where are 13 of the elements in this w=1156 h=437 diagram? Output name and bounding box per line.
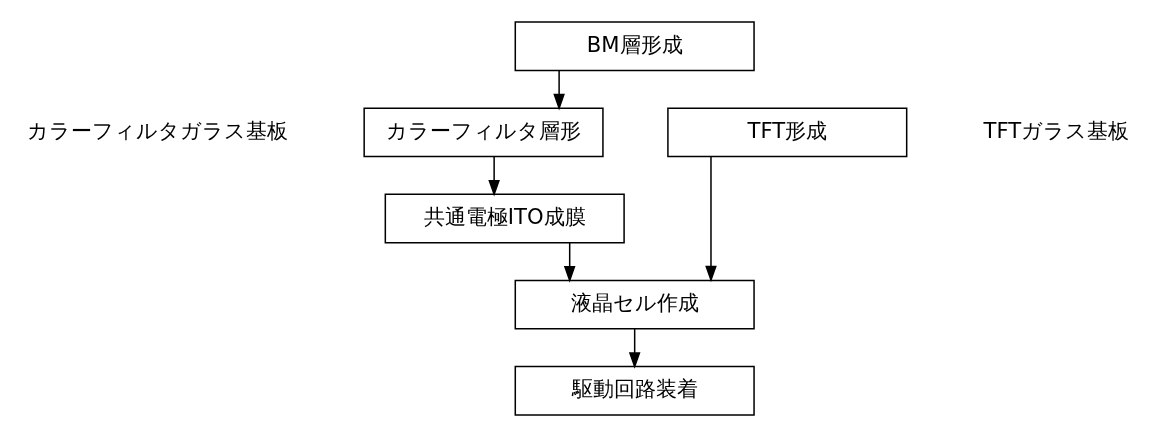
node-box: 駆動回路装着 [514, 365, 755, 416]
arrow [628, 328, 641, 369]
node-box: カラーフィルタ層形 [363, 107, 604, 158]
node-box: 液晶セル作成 [514, 279, 755, 330]
arrow [563, 242, 576, 283]
node-box: BM層形成 [514, 21, 755, 72]
arrow [705, 156, 717, 283]
node-label: TFTガラス基板 [983, 117, 1130, 143]
label: カラーフィルタガラス基板 [26, 117, 288, 143]
arrow [488, 156, 500, 197]
node-box: 共通電極ITO成膜 [384, 193, 625, 244]
arrow [553, 69, 565, 111]
node-box: TFT形成 [667, 107, 908, 158]
